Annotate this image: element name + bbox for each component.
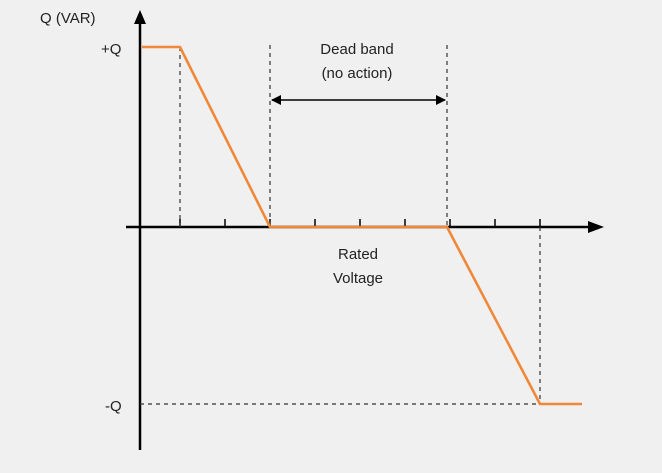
rated-voltage-label: Rated	[338, 246, 378, 263]
volt-var-curve	[142, 45, 582, 406]
x-axis-arrowhead	[588, 221, 604, 233]
plus-q-label: +Q	[101, 41, 121, 58]
dashed-guides	[140, 45, 541, 405]
y-axis-label: Q (VAR)	[40, 10, 96, 27]
dead-band-sublabel: (no action)	[322, 65, 393, 82]
y-axis-arrowhead	[134, 10, 146, 24]
minus-q-label: -Q	[105, 398, 122, 415]
dead-band-label: Dead band	[320, 41, 393, 58]
rated-voltage-sublabel: Voltage	[333, 270, 383, 287]
